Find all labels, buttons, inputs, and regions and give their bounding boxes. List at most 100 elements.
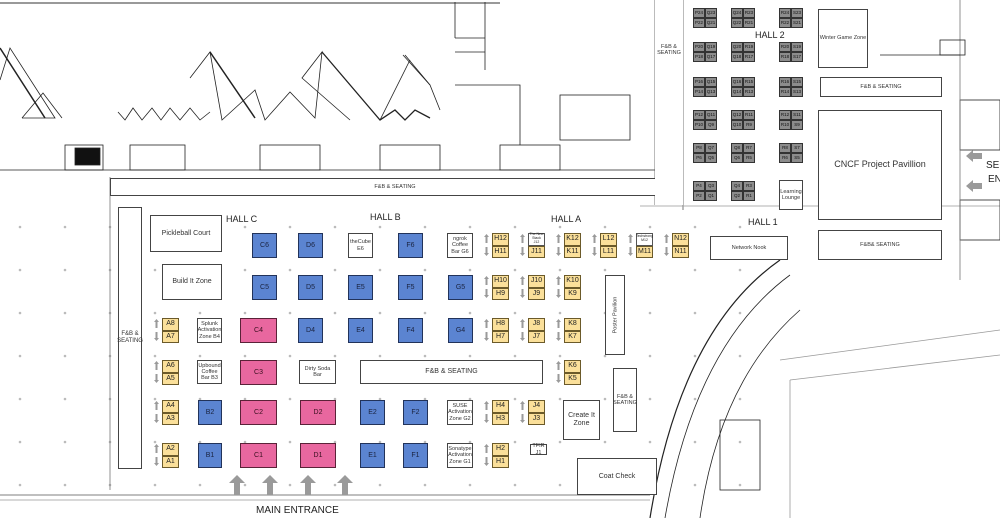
- booth-h7[interactable]: H7: [492, 330, 509, 343]
- booth-r11[interactable]: R11: [743, 110, 755, 120]
- booth-r21[interactable]: R21: [743, 18, 755, 28]
- booth-f2[interactable]: F2: [403, 400, 428, 425]
- booth-q21[interactable]: Q21: [705, 18, 717, 28]
- booth-r12[interactable]: R12: [779, 110, 791, 120]
- booth-h9[interactable]: H9: [492, 287, 509, 300]
- booth-c1[interactable]: C1: [240, 443, 277, 468]
- booth-h10[interactable]: H10: [492, 275, 509, 288]
- zone-upbound[interactable]: Upbound Coffee Bar B3: [197, 360, 222, 384]
- booth-a4[interactable]: A4: [162, 400, 179, 413]
- booth-k12[interactable]: K12: [564, 233, 581, 246]
- booth-g4[interactable]: G4: [448, 318, 473, 343]
- booth-techstrong-m12[interactable]: Techstrong M12: [636, 233, 653, 246]
- booth-q18[interactable]: Q18: [731, 52, 743, 62]
- booth-s11[interactable]: S11: [791, 110, 803, 120]
- zone-coat-check[interactable]: Coat Check: [577, 458, 657, 495]
- zone-poster[interactable]: Poster Pavilion: [605, 275, 625, 355]
- booth-l12[interactable]: L12: [600, 233, 617, 246]
- zone-dirty-soda[interactable]: Dirty Soda Bar: [299, 360, 336, 384]
- booth-q10[interactable]: Q10: [731, 120, 743, 130]
- booth-f6[interactable]: F6: [398, 233, 423, 258]
- booth-q15[interactable]: Q15: [705, 77, 717, 87]
- booth-p14[interactable]: P14: [693, 87, 705, 97]
- booth-s19[interactable]: S19: [791, 42, 803, 52]
- booth-q11[interactable]: Q11: [705, 110, 717, 120]
- booth-j10[interactable]: J10: [528, 275, 545, 288]
- booth-q1[interactable]: Q1: [705, 191, 717, 201]
- zone-create-it[interactable]: Create It Zone: [563, 400, 600, 440]
- booth-g5[interactable]: G5: [448, 275, 473, 300]
- booth-k8[interactable]: K8: [564, 318, 581, 331]
- booth-q12[interactable]: Q12: [731, 110, 743, 120]
- zone-sonatype[interactable]: Sonatype Activation Zone G1: [447, 443, 473, 468]
- booth-f5[interactable]: F5: [398, 275, 423, 300]
- booth-k7[interactable]: K7: [564, 330, 581, 343]
- zone-fb-middle[interactable]: F&B & SEATING: [360, 360, 543, 384]
- booth-q9[interactable]: Q9: [705, 120, 717, 130]
- booth-c6[interactable]: C6: [252, 233, 277, 258]
- booth-f1[interactable]: F1: [403, 443, 428, 468]
- booth-r16[interactable]: R16: [779, 77, 791, 87]
- booth-q3[interactable]: Q3: [705, 181, 717, 191]
- booth-r6[interactable]: R6: [779, 153, 791, 163]
- booth-n11[interactable]: N11: [672, 245, 689, 258]
- booth-q2[interactable]: Q2: [731, 191, 743, 201]
- booth-p22[interactable]: P22: [693, 18, 705, 28]
- booth-l11[interactable]: L11: [600, 245, 617, 258]
- booth-p8[interactable]: P8: [693, 143, 705, 153]
- booth-q24[interactable]: Q24: [731, 8, 743, 18]
- booth-s23[interactable]: S23: [791, 8, 803, 18]
- booth-s21[interactable]: S21: [791, 18, 803, 28]
- booth-a7[interactable]: A7: [162, 330, 179, 343]
- zone-pickleball[interactable]: Pickleball Court: [150, 215, 222, 252]
- booth-q16[interactable]: Q16: [731, 77, 743, 87]
- booth-j4[interactable]: J4: [528, 400, 545, 413]
- booth-q7[interactable]: Q7: [705, 143, 717, 153]
- booth-k9[interactable]: K9: [564, 287, 581, 300]
- booth-p12[interactable]: P12: [693, 110, 705, 120]
- zone-ngrok[interactable]: ngrok Coffee Bar G6: [447, 233, 473, 258]
- zone-cncf[interactable]: CNCF Project Pavillion: [818, 110, 942, 220]
- booth-q20[interactable]: Q20: [731, 42, 743, 52]
- booth-a5[interactable]: A5: [162, 372, 179, 385]
- booth-j9[interactable]: J9: [528, 287, 545, 300]
- booth-r1[interactable]: R1: [743, 191, 755, 201]
- booth-r14[interactable]: R14: [779, 87, 791, 97]
- booth-p24[interactable]: P24: [693, 8, 705, 18]
- booth-q8[interactable]: Q8: [731, 143, 743, 153]
- booth-d1[interactable]: D1: [300, 443, 336, 468]
- booth-the-new-stack-j12[interactable]: The New Stack J12: [528, 233, 545, 246]
- booth-h4[interactable]: H4: [492, 400, 509, 413]
- booth-h8[interactable]: H8: [492, 318, 509, 331]
- zone-suse[interactable]: SUSE Activation Zone G2: [447, 400, 473, 425]
- booth-r13[interactable]: R13: [743, 87, 755, 97]
- booth-q22[interactable]: Q22: [731, 18, 743, 28]
- booth-j3[interactable]: J3: [528, 412, 545, 425]
- zone-fb-left[interactable]: F&B & SEATING: [117, 207, 143, 469]
- booth-p16[interactable]: P16: [693, 77, 705, 87]
- booth-r17[interactable]: R17: [743, 52, 755, 62]
- booth-d2[interactable]: D2: [300, 400, 336, 425]
- booth-r5[interactable]: R5: [743, 153, 755, 163]
- booth-r3[interactable]: R3: [743, 181, 755, 191]
- zone-fb-hall2-left[interactable]: F&B & SEATING: [655, 0, 683, 205]
- booth-r10[interactable]: R10: [779, 120, 791, 130]
- booth-q4[interactable]: Q4: [731, 181, 743, 191]
- booth-r18[interactable]: R18: [779, 52, 791, 62]
- booth-a3[interactable]: A3: [162, 412, 179, 425]
- booth-p20[interactable]: P20: [693, 42, 705, 52]
- booth-q5[interactable]: Q5: [705, 153, 717, 163]
- booth-r23[interactable]: R23: [743, 8, 755, 18]
- booth-h2[interactable]: H2: [492, 443, 509, 456]
- booth-e2[interactable]: E2: [360, 400, 385, 425]
- booth-e5[interactable]: E5: [348, 275, 373, 300]
- booth-s5[interactable]: S5: [791, 153, 803, 163]
- booth-h12[interactable]: H12: [492, 233, 509, 246]
- booth-j11[interactable]: J11: [528, 245, 545, 258]
- booth-c3[interactable]: C3: [240, 360, 277, 385]
- booth-c4[interactable]: C4: [240, 318, 277, 343]
- booth-a2[interactable]: A2: [162, 443, 179, 456]
- booth-b2[interactable]: B2: [198, 400, 222, 425]
- booth-r8[interactable]: R8: [779, 143, 791, 153]
- zone-build-it[interactable]: Build It Zone: [162, 264, 222, 300]
